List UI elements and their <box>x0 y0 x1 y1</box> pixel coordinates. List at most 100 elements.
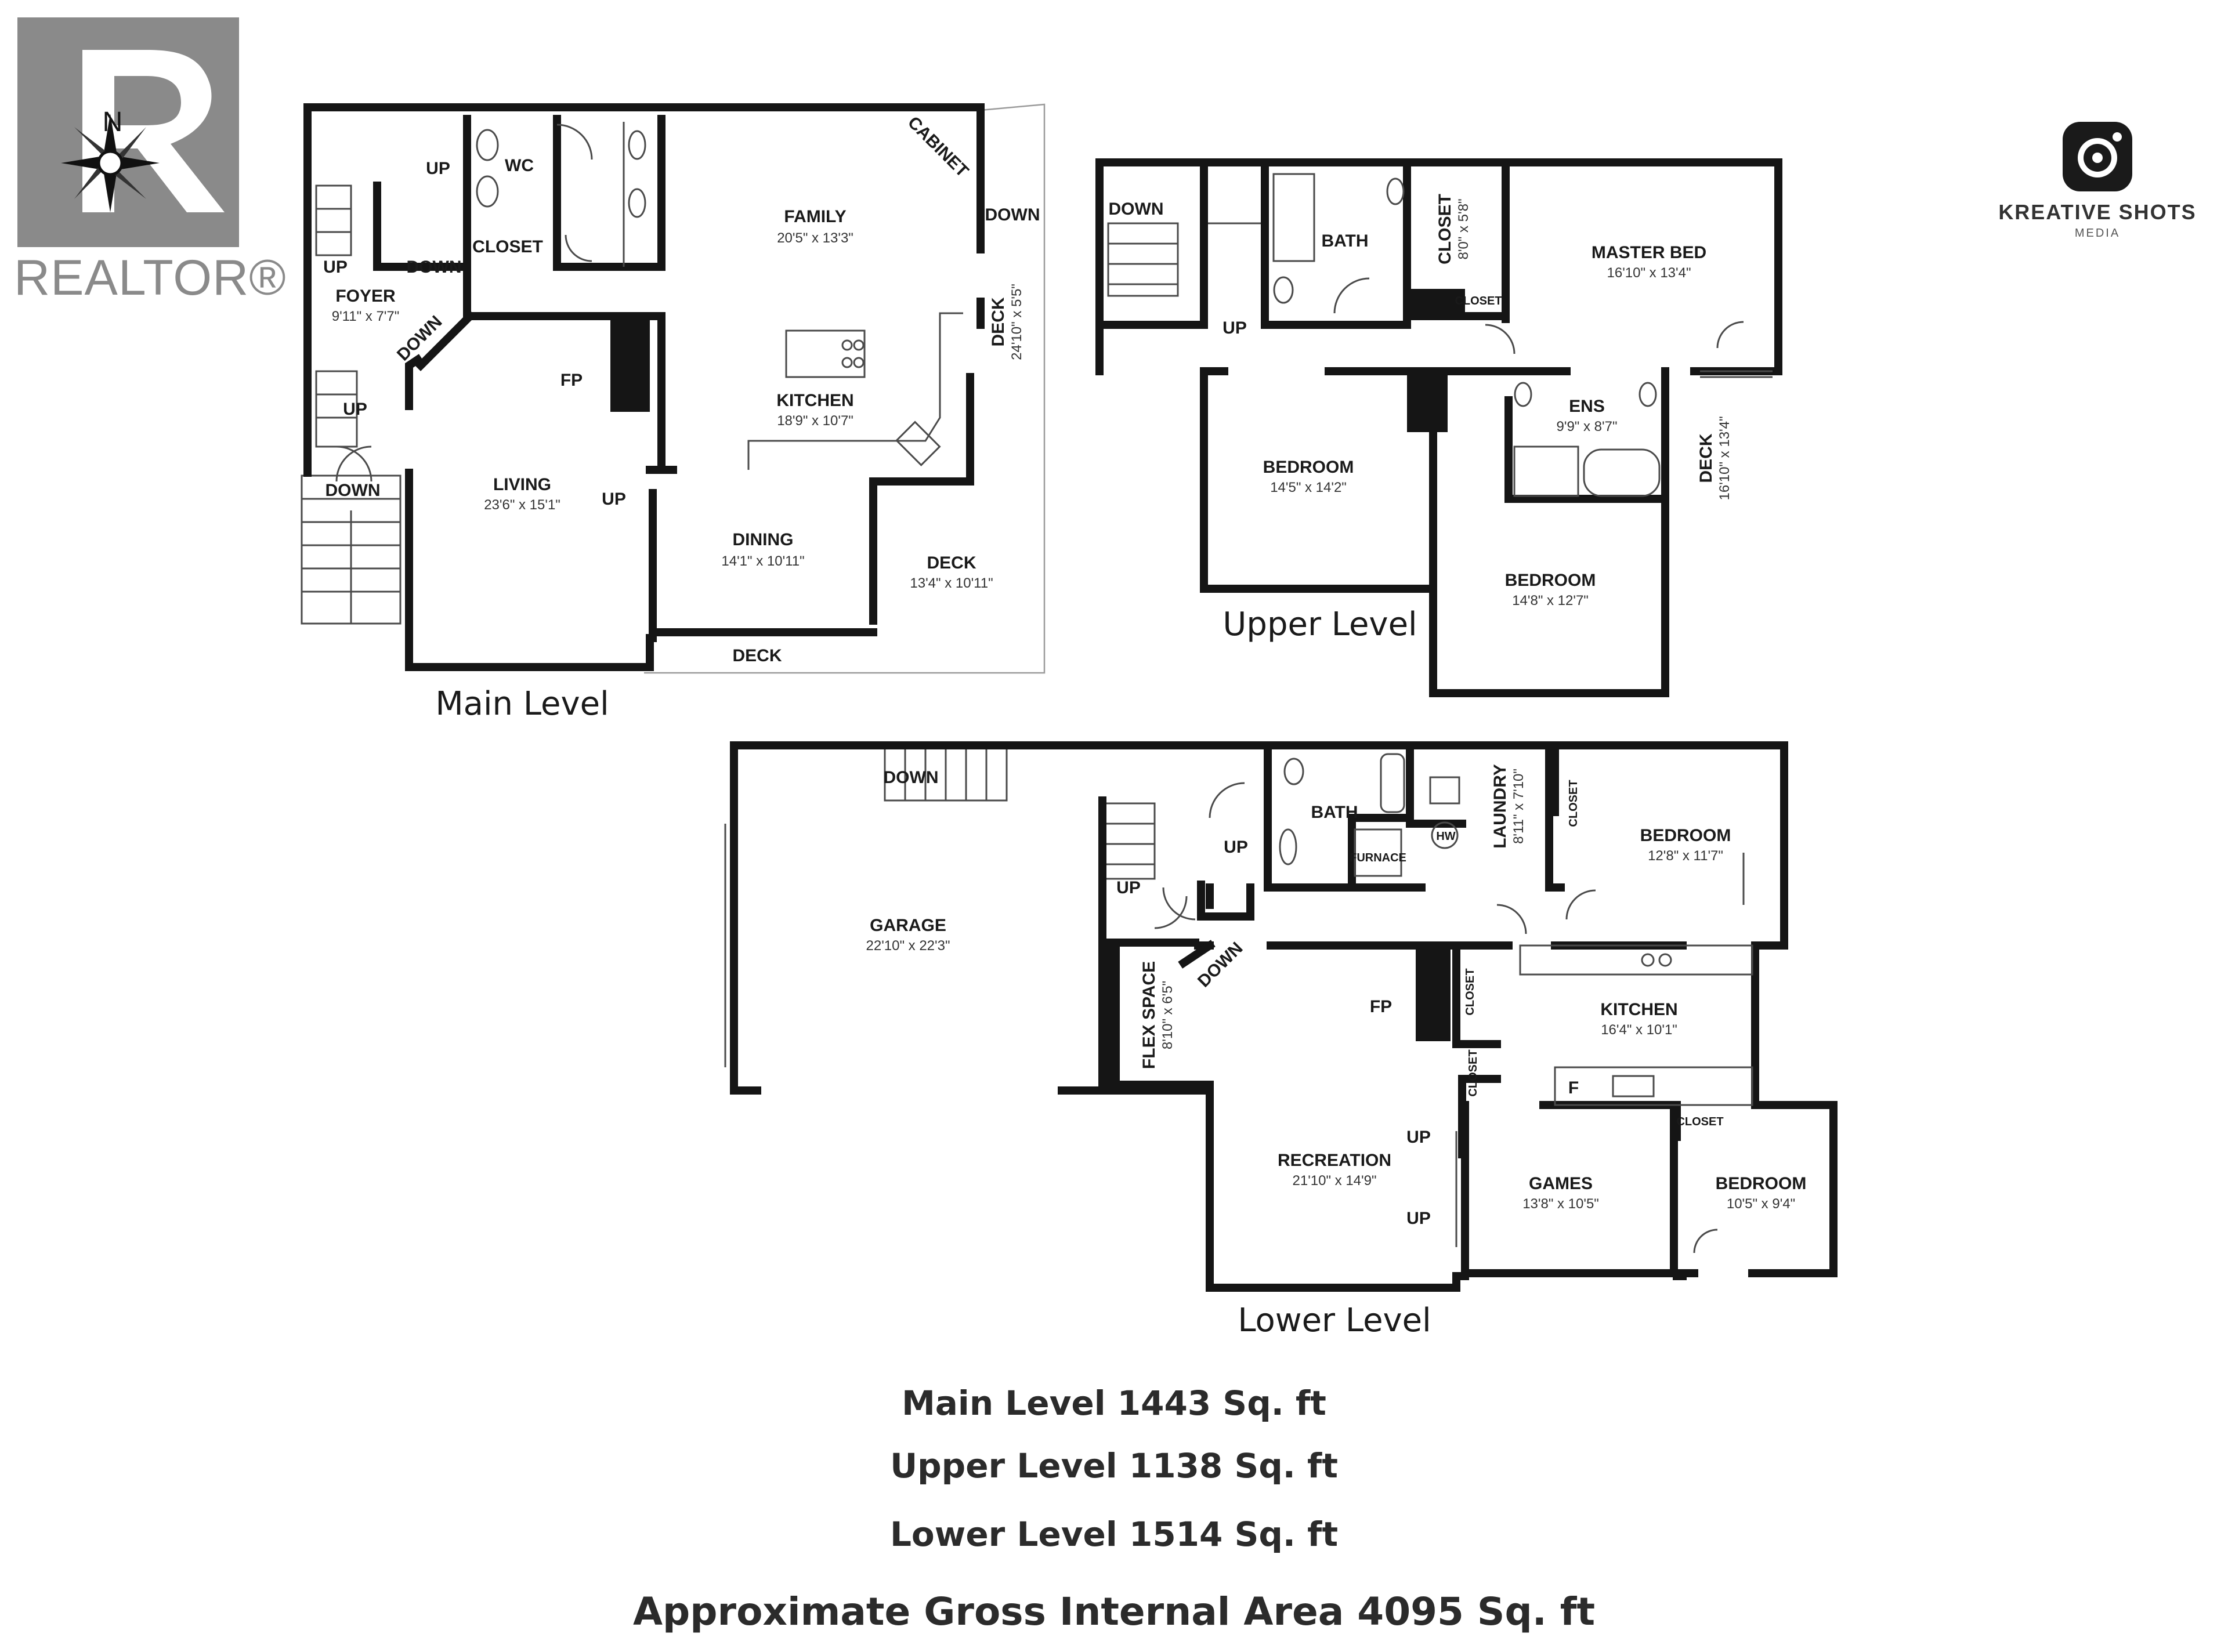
upper-up-label: UP <box>1222 318 1247 338</box>
compass-icon <box>61 114 160 212</box>
upper-closet-block <box>1407 289 1465 316</box>
lower-f-label: F <box>1568 1078 1579 1097</box>
main-down-label-3: DOWN <box>985 205 1040 224</box>
main-up-label-3: UP <box>343 400 367 419</box>
main-deck-back-dim: 13'4" x 10'11" <box>910 575 993 591</box>
upper-ens-dim: 9'9" x 8'7" <box>1557 419 1618 434</box>
upper-down-label: DOWN <box>1109 200 1164 219</box>
main-foyer-dim: 9'11" x 7'7" <box>332 309 400 324</box>
kreative-name: KREATIVE SHOTS <box>1998 200 2197 224</box>
lower-fixtures <box>1154 753 1753 1254</box>
lower-level-plan: DOWN GARAGE 22'10" x 22'3" BATH LAUNDRY … <box>724 741 1838 1339</box>
main-dining-dim: 14'1" x 10'11" <box>721 553 804 569</box>
lower-flex-label: FLEX SPACE <box>1140 961 1159 1069</box>
lower-kitchen-label: KITCHEN <box>1600 1000 1677 1019</box>
lower-bedroom2-label: BEDROOM <box>1716 1174 1807 1193</box>
lower-garage-pillar <box>1102 943 1120 1088</box>
upper-stairs <box>1107 222 1265 297</box>
main-down-label-2: DOWN <box>325 481 381 500</box>
main-level-plan: FOYER 9'11" x 7'7" FAMILY 20'5" x 13'3" … <box>301 103 1046 723</box>
kreative-sub: MEDIA <box>2074 227 2121 240</box>
main-up-label-2: UP <box>323 258 348 277</box>
upper-deck-label: DECK <box>1697 433 1716 483</box>
main-family-label: FAMILY <box>784 207 846 226</box>
lower-bedroom2-dim: 10'5" x 9'4" <box>1727 1196 1795 1212</box>
realtor-logo: N <box>13 15 245 262</box>
lower-recreation-label: RECREATION <box>1278 1151 1391 1170</box>
main-deck-bottom-label: DECK <box>732 646 782 665</box>
main-deck-back-label: DECK <box>927 553 976 573</box>
lower-fp-label: FP <box>1370 997 1392 1016</box>
upper-ens-label: ENS <box>1569 397 1605 416</box>
upper-fixtures <box>1272 173 1773 497</box>
upper-bedroom2-label: BEDROOM <box>1505 571 1596 590</box>
lower-closet-label-3: CLOSET <box>1567 780 1580 827</box>
main-kitchen-counters <box>747 312 963 470</box>
lower-games-dim: 13'8" x 10'5" <box>1522 1196 1599 1212</box>
upper-bedroom2-dim: 14'8" x 12'7" <box>1512 593 1589 608</box>
lower-bedroom1-dim: 12'8" x 11'7" <box>1648 848 1723 864</box>
lower-garage-label: GARAGE <box>870 916 946 935</box>
lower-laundry-label: LAUNDRY <box>1491 764 1510 849</box>
lower-closet-label-1: CLOSET <box>1464 968 1477 1015</box>
main-wc-label: WC <box>505 156 534 175</box>
main-foyer-label: FOYER <box>335 287 396 306</box>
realtor-wordmark: REALTOR® <box>14 250 287 306</box>
main-living-label: LIVING <box>493 475 551 494</box>
main-closet-label: CLOSET <box>472 237 543 256</box>
main-deck-side-dim: 24'10" x 5'5" <box>1009 284 1025 360</box>
upper-level-title: Upper Level <box>1222 606 1417 643</box>
main-stairs <box>301 184 402 625</box>
main-kitchen-dim: 18'9" x 10'7" <box>777 413 853 429</box>
lower-recreation-dim: 21'10" x 14'9" <box>1293 1173 1377 1189</box>
lower-bedroom1-label: BEDROOM <box>1640 826 1731 845</box>
main-deck-outline <box>644 103 1046 674</box>
upper-bedroom1-label: BEDROOM <box>1263 458 1354 477</box>
lower-closet-label-4: CLOSET <box>1676 1115 1723 1128</box>
lower-games-label: GAMES <box>1529 1174 1593 1193</box>
main-cabinet-label: CABINET <box>904 113 972 181</box>
camera-icon <box>2063 122 2132 191</box>
lower-furnace-label: FURNACE <box>1350 852 1406 864</box>
area-upper: Upper Level 1138 Sq. ft <box>890 1446 1338 1486</box>
main-deck-side-label: DECK <box>989 297 1008 346</box>
main-family-dim: 20'5" x 13'3" <box>777 230 853 246</box>
kreative-shots-logo: KREATIVE SHOTS MEDIA <box>1993 116 2202 240</box>
compass-north-label: N <box>103 107 123 137</box>
main-fireplace <box>610 316 650 412</box>
upper-fireplace <box>1407 368 1448 432</box>
lower-flex-dim: 8'10" x 6'5" <box>1160 981 1176 1049</box>
main-living-dim: 23'6" x 15'1" <box>484 497 560 513</box>
lower-up-label-4: UP <box>1406 1209 1431 1228</box>
lower-up-label-2: UP <box>1116 878 1141 897</box>
lower-kitchen-dim: 16'4" x 10'1" <box>1601 1022 1677 1038</box>
lower-up-label-3: UP <box>1406 1128 1431 1147</box>
upper-bath-label: BATH <box>1321 231 1368 251</box>
upper-master-label: MASTER BED <box>1592 243 1706 262</box>
upper-closet-small-label: CLOSET <box>1455 295 1502 307</box>
main-doors <box>335 124 593 482</box>
main-fp-label: FP <box>560 371 583 390</box>
area-main: Main Level 1443 Sq. ft <box>902 1383 1326 1423</box>
main-level-title: Main Level <box>435 685 609 723</box>
lower-stairs <box>724 747 1156 1067</box>
area-lower: Lower Level 1514 Sq. ft <box>889 1515 1339 1554</box>
upper-master-dim: 16'10" x 13'4" <box>1607 265 1691 281</box>
lower-fireplace <box>1416 945 1451 1041</box>
main-kitchen-label: KITCHEN <box>776 391 853 410</box>
upper-closet-dim: 8'0" x 5'8" <box>1456 199 1471 260</box>
lower-hw-label: HW <box>1436 830 1455 843</box>
main-up-label-1: UP <box>426 159 450 178</box>
main-bath-fixtures <box>476 122 646 267</box>
upper-deck-dim: 16'10" x 13'4" <box>1717 416 1733 501</box>
upper-closet-label: CLOSET <box>1435 194 1455 265</box>
upper-level-plan: BATH CLOSET 8'0" x 5'8" CLOSET MASTER BE… <box>1095 158 1782 697</box>
main-up-label-4: UP <box>602 490 626 509</box>
lower-bath-label: BATH <box>1311 803 1358 822</box>
lower-down-label-1: DOWN <box>884 768 939 787</box>
main-down-label-1: DOWN <box>407 258 462 277</box>
upper-bedroom1-dim: 14'5" x 14'2" <box>1270 480 1347 495</box>
lower-laundry-dim: 8'11" x 7'10" <box>1511 769 1527 844</box>
lower-level-title: Lower Level <box>1238 1302 1431 1339</box>
